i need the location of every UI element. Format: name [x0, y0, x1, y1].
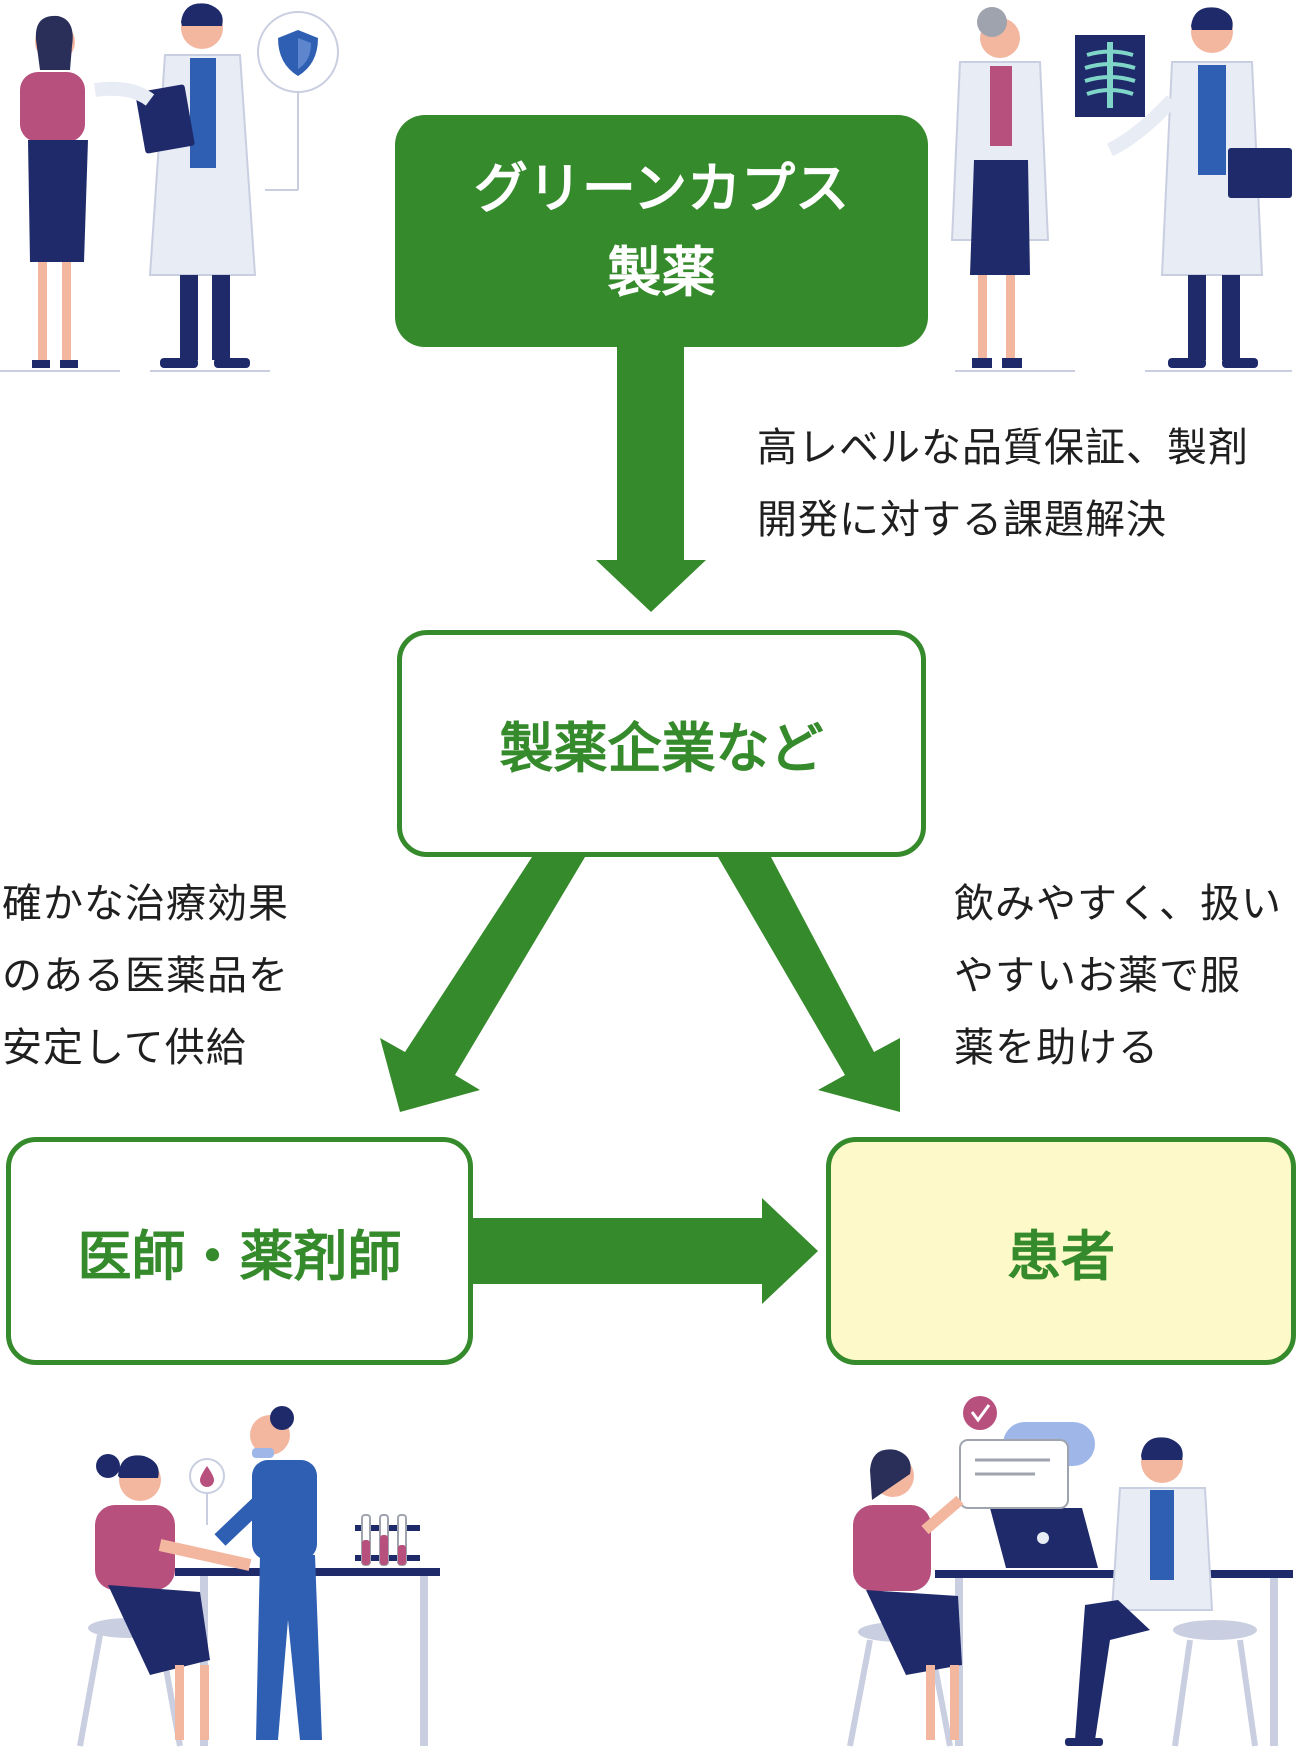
node-green-caps: グリーンカプス 製薬 — [395, 115, 928, 347]
note-quality-assurance: 高レベルな品質保証、製剤 開発に対する課題解決 — [757, 425, 1249, 543]
arrow-middle-to-right — [718, 857, 900, 1112]
note-easy-medication: 飲みやすく、扱い やすいお薬で服 薬を助ける — [954, 881, 1282, 1071]
xray-icon — [1075, 35, 1145, 117]
arrow-middle-to-left — [380, 857, 585, 1112]
shield-icon — [278, 30, 318, 76]
note-stable-supply: 確かな治療効果 のある医薬品を 安定して供給 — [2, 881, 289, 1071]
illustration-doctors-xray — [950, 7, 1292, 372]
illustration-blood-test — [77, 1406, 440, 1747]
node-patients: 患者 — [826, 1137, 1296, 1365]
illustration-doctor-patient-consult — [0, 3, 339, 372]
node-pharma-companies: 製薬企業など — [397, 630, 926, 857]
node-doctors-pharmacists: 医師・薬剤師 — [6, 1137, 473, 1365]
arrow-top-to-middle — [596, 347, 706, 612]
checkmark-icon — [963, 1396, 997, 1430]
illustration-online-consultation — [847, 1396, 1293, 1747]
arrow-left-to-right — [473, 1198, 818, 1304]
blood-drop-icon — [200, 1466, 214, 1487]
